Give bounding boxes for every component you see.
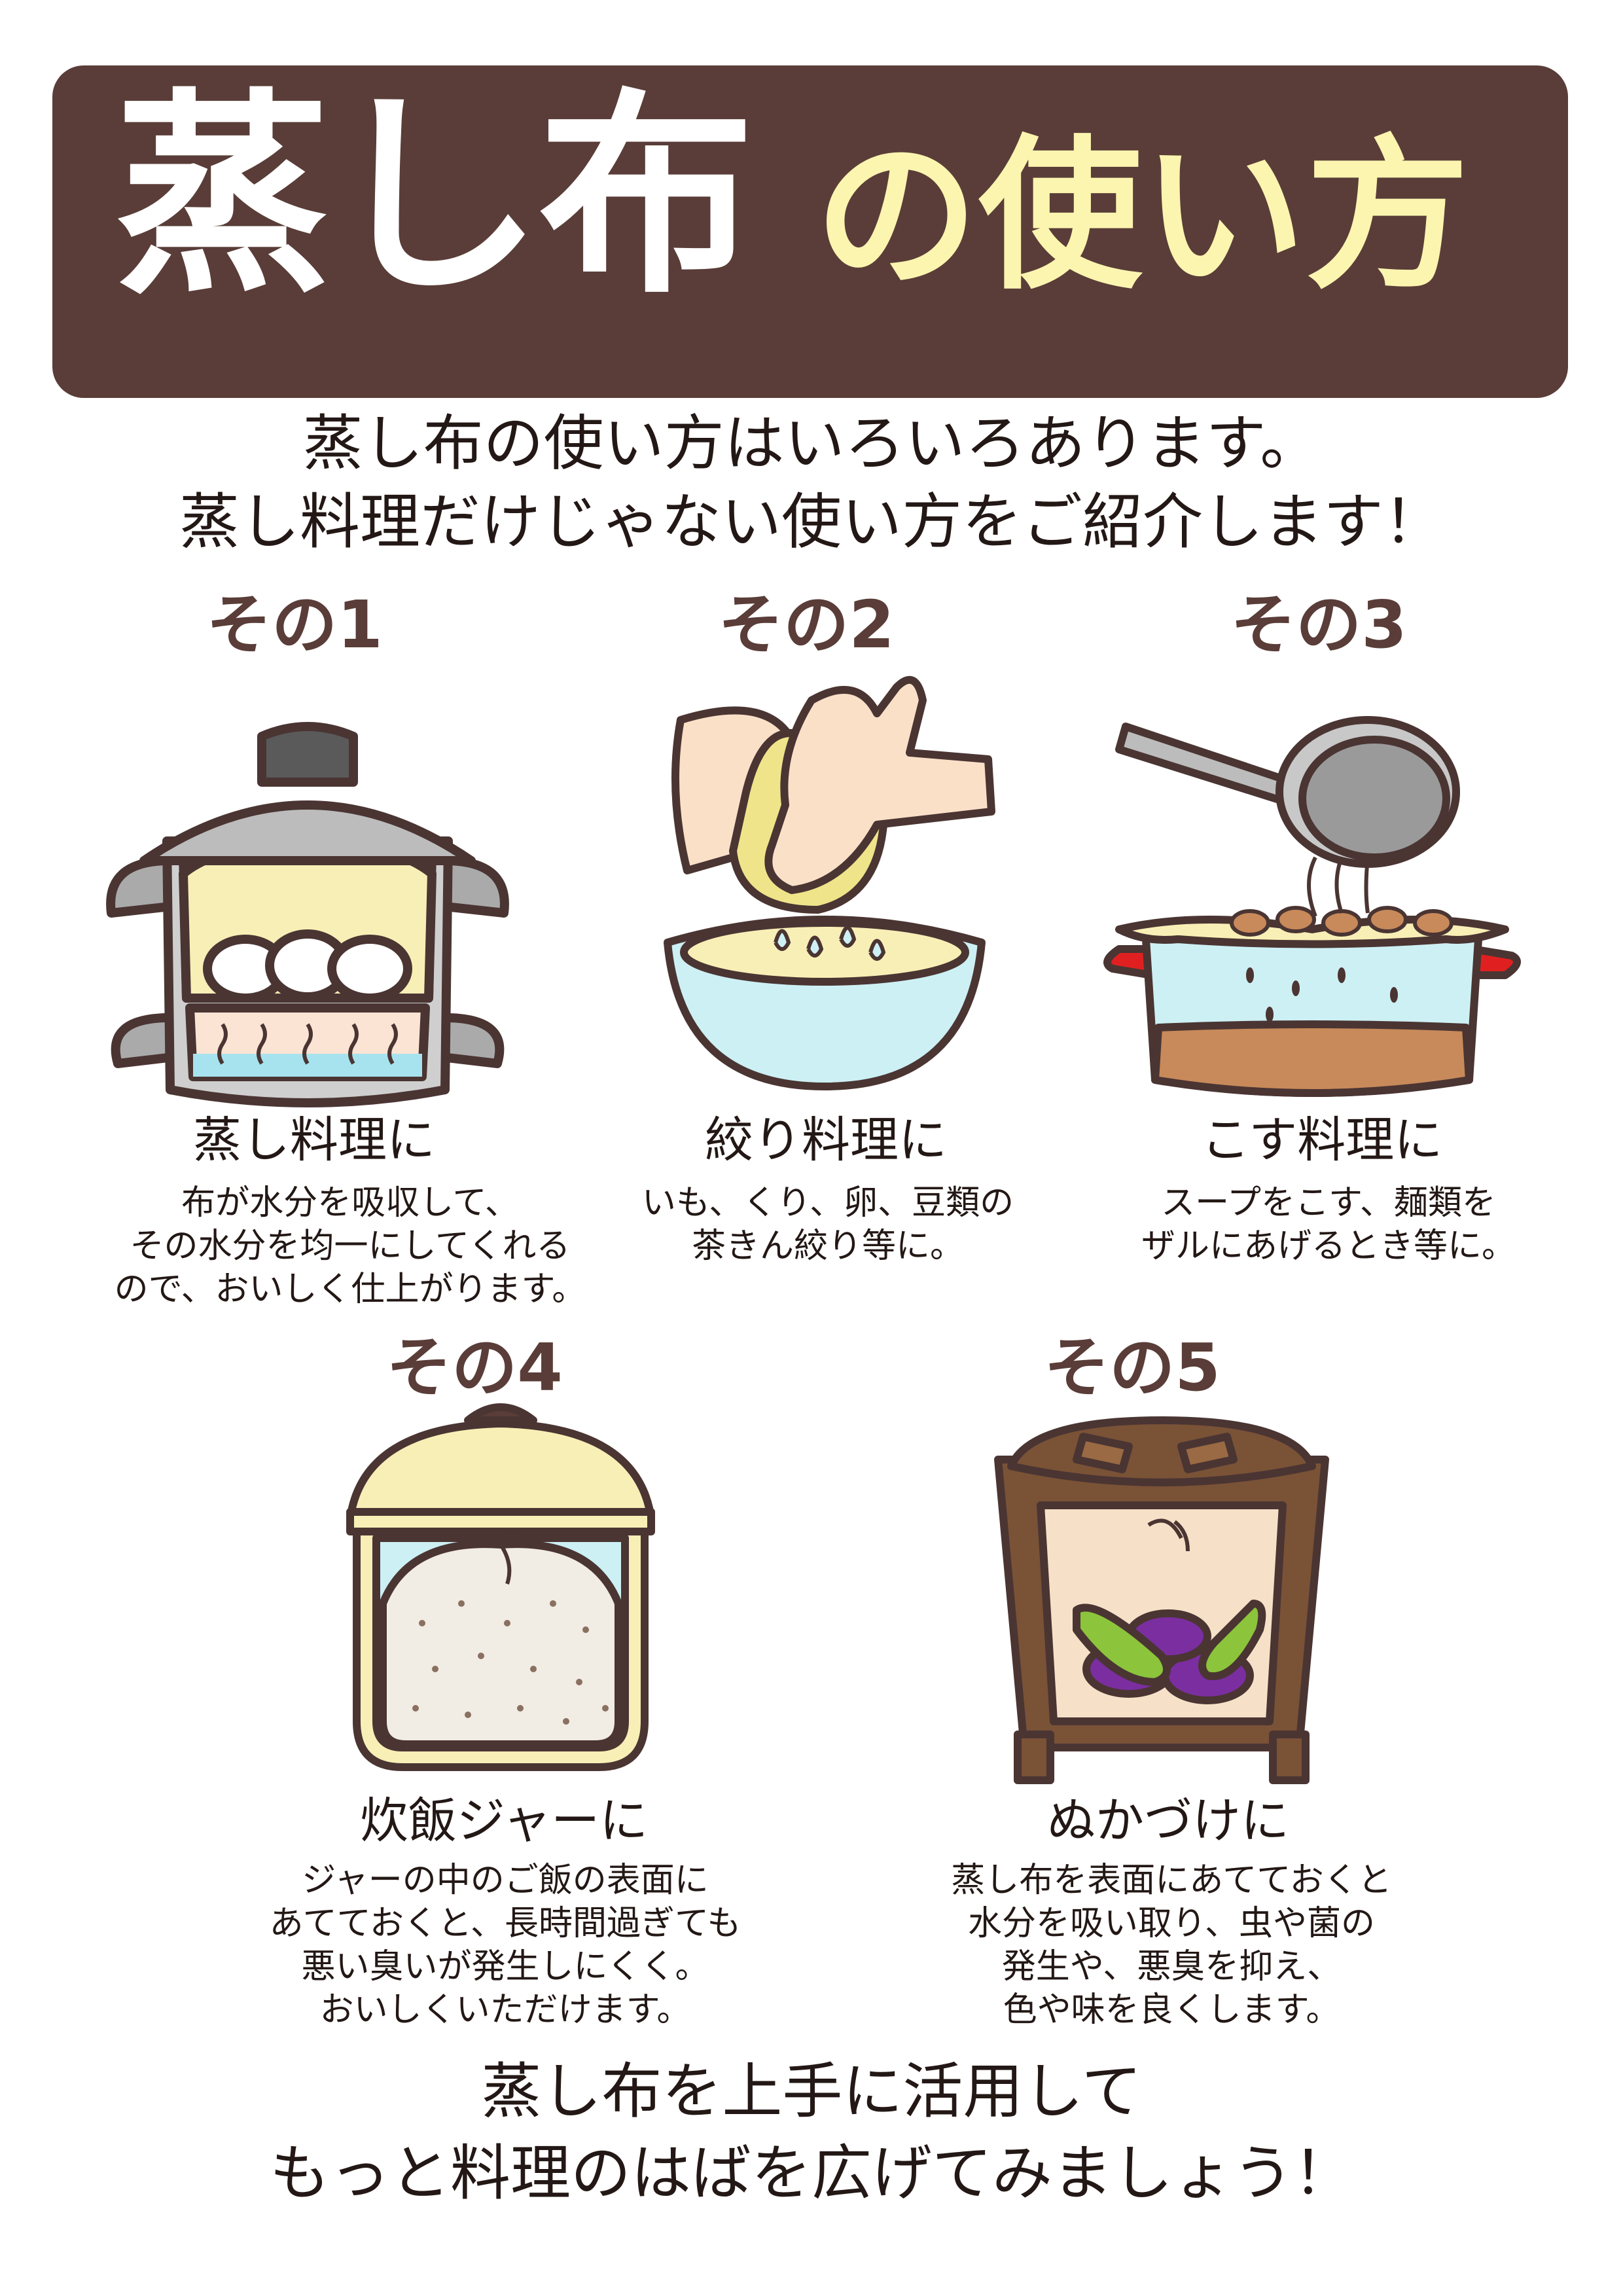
section-1-label: 蒸し料理に (193, 1112, 435, 1168)
title-sub: の使い方 (815, 120, 1469, 311)
section-5-desc-line: 蒸し布を表面にあてておくと (951, 1861, 1392, 1900)
section-4-description: ジャーの中のご飯の表面に あてておくと、長時間過ぎても 悪い臭いが発生しにくく。… (211, 1859, 800, 2032)
straining-soup-icon (1103, 716, 1521, 1097)
section-2-heading: その2 (718, 586, 895, 663)
closing-line-2: もっと料理のはばを広げてみましょう！ (269, 2138, 1353, 2208)
section-3-heading: その3 (1230, 586, 1407, 663)
title-main: 蒸し布 (115, 71, 755, 322)
section-5-desc-line: 水分を吸い取り、虫や菌の (968, 1904, 1375, 1943)
section-3-label: こす料理に (1201, 1112, 1443, 1168)
section-3-desc-line: スープをこす、麺類を (1161, 1183, 1496, 1223)
section-5-desc-line: 色や味を良くします。 (1003, 1990, 1340, 2030)
section-1-description: 布が水分を吸収して、 その水分を均一にしてくれる ので、おいしく仕上がります。 (56, 1181, 645, 1311)
intro-line-1: 蒸し布の使い方はいろいろあります。 (302, 408, 1321, 478)
section-4-desc-line: ジャーの中のご飯の表面に (302, 1861, 709, 1900)
section-2-desc-line: 茶きん絞り等に。 (691, 1227, 964, 1266)
section-4-desc-line: あてておくと、長時間過ぎても (269, 1904, 741, 1943)
intro-line-2: 蒸し料理だけじゃない使い方をご紹介します！ (179, 487, 1444, 557)
section-3-desc-line: ザルにあげるとき等に。 (1141, 1227, 1516, 1266)
section-2-label: 絞り料理に (705, 1112, 947, 1168)
nukazuke-barrel-icon (994, 1416, 1329, 1784)
steamer-pot-icon (106, 722, 509, 1107)
section-3-description: スープをこす、麺類を ザルにあげるとき等に。 (1034, 1181, 1623, 1268)
section-4-heading: その4 (386, 1329, 563, 1406)
section-2-desc-line: いも、くり、卵、豆類の (641, 1183, 1014, 1223)
rice-cooker-icon (346, 1403, 655, 1771)
squeezing-cloth-icon (664, 675, 995, 1090)
section-2-description: いも、くり、卵、豆類の 茶きん絞り等に。 (533, 1181, 1122, 1268)
section-4-label: 炊飯ジャーに (359, 1793, 649, 1849)
section-1-heading: その1 (206, 586, 383, 663)
section-1-desc-line: ので、おいしく仕上がります。 (114, 1270, 586, 1309)
section-5-desc-line: 発生や、悪臭を抑え、 (1001, 1947, 1342, 1986)
section-5-heading: その5 (1044, 1329, 1221, 1406)
section-5-description: 蒸し布を表面にあてておくと 水分を吸い取り、虫や菌の 発生や、悪臭を抑え、 色や… (877, 1859, 1466, 2032)
section-1-desc-line: 布が水分を吸収して、 (181, 1183, 519, 1223)
closing-line-1: 蒸し布を上手に活用して (481, 2056, 1142, 2126)
section-5-label: ぬかづけに (1047, 1793, 1289, 1849)
section-4-desc-line: 悪い臭いが発生しにくく。 (301, 1947, 709, 1986)
section-1-desc-line: その水分を均一にしてくれる (130, 1227, 571, 1266)
section-4-desc-line: おいしくいただけます。 (319, 1990, 691, 2030)
title-banner (52, 65, 1568, 398)
